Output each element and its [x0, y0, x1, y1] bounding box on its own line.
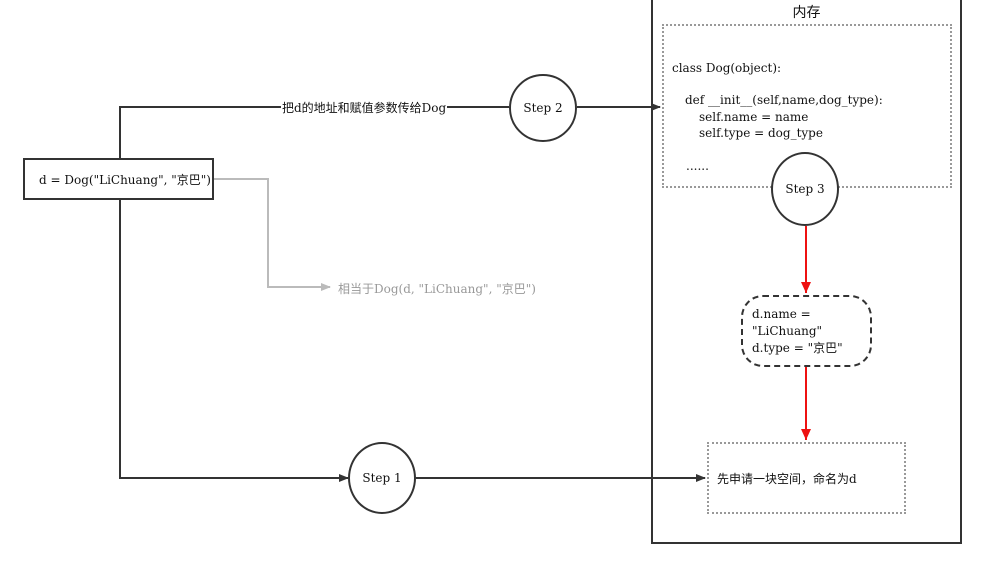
edge-d-to-step1	[119, 200, 349, 482]
step-2-node: Step 2	[509, 74, 577, 142]
attribute-assignment-box: d.name = "LiChuang" d.type = "京巴"	[741, 295, 872, 367]
self-name-line: self.name = name	[699, 110, 809, 124]
instantiation-box: d = Dog("LiChuang", "京巴")	[23, 158, 214, 200]
step-2-label: Step 2	[523, 101, 563, 115]
step-3-label: Step 3	[785, 182, 825, 196]
red-arrowhead-1	[801, 282, 811, 293]
self-type-line: self.type = dog_type	[699, 126, 823, 140]
type-attribute: d.type = "京巴"	[752, 340, 843, 355]
step-1-node: Step 1	[348, 442, 416, 514]
pass-arguments-label: 把d的地址和赋值参数传给Dog	[281, 99, 448, 116]
instantiation-code: d = Dog("LiChuang", "京巴")	[39, 172, 211, 187]
memory-title: 内存	[792, 5, 821, 21]
allocation-text: 先申请一块空间，命名为d	[717, 471, 857, 486]
memory-container	[651, 0, 962, 544]
step-3-node: Step 3	[771, 152, 839, 226]
init-line: def __init__(self,name,dog_type):	[685, 93, 883, 107]
edge-equivalent	[214, 178, 331, 291]
step-1-label: Step 1	[362, 471, 402, 485]
ellipsis-line: ......	[686, 159, 709, 173]
red-arrowhead-2	[801, 429, 811, 440]
allocation-box: 先申请一块空间，命名为d	[707, 442, 906, 514]
equivalent-call-label: 相当于Dog(d, "LiChuang", "京巴")	[338, 282, 536, 296]
class-line: class Dog(object):	[672, 61, 782, 75]
name-attribute: d.name = "LiChuang"	[752, 306, 823, 338]
